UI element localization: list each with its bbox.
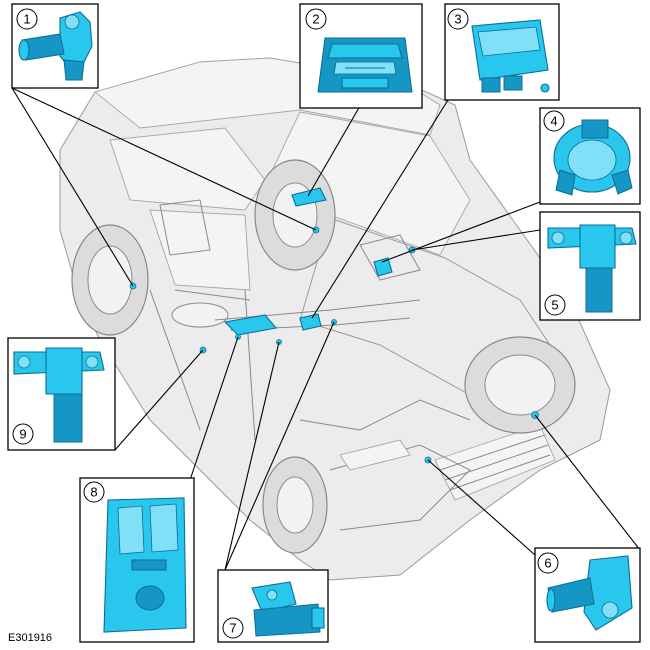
callout-box-4: 4 — [539, 107, 641, 205]
callout-label-1: 1 — [23, 12, 30, 27]
callout-number-5 — [544, 294, 566, 316]
callout-label-5: 5 — [551, 298, 558, 313]
callout-label-9: 9 — [19, 427, 26, 442]
callout-number-3 — [447, 8, 469, 30]
vehicle-outline — [59, 57, 611, 581]
callout-box-7: 7 — [217, 569, 329, 643]
callout-label-8: 8 — [90, 485, 97, 500]
callout-number-1 — [16, 8, 38, 30]
occupant-sensor-icon — [251, 581, 325, 637]
callout-number-2 — [305, 8, 327, 30]
callout-box-1: 1 — [11, 3, 99, 89]
callout-label-3: 3 — [454, 12, 461, 27]
callout-box-6: 6 — [534, 547, 641, 643]
callout-box-3: 3 — [444, 3, 560, 101]
restraints-module-marker — [299, 313, 322, 331]
callout-box-2: 2 — [299, 3, 423, 109]
restraints-control-module-icon — [471, 19, 550, 93]
callout-box-9: 9 — [7, 337, 116, 451]
callout-label-4: 4 — [550, 114, 557, 129]
callout-number-8 — [83, 481, 105, 503]
mat-marker — [223, 314, 278, 336]
pedestrian-protection-sensor-icon — [546, 555, 633, 631]
callout-number-9 — [12, 423, 34, 445]
side-pillar-sensor-icon — [13, 347, 105, 443]
callout-label-6: 6 — [544, 556, 551, 571]
clockspring-marker — [373, 257, 393, 277]
callout-number-4 — [543, 110, 565, 132]
callout-label-2: 2 — [312, 12, 319, 27]
callout-box-5: 5 — [539, 211, 641, 321]
callout-number-7 — [222, 617, 244, 639]
side-impact-sensor-icon — [18, 11, 93, 81]
leader-lines — [11, 79, 641, 571]
callout-number-6 — [537, 552, 559, 574]
callout-label-7: 7 — [229, 621, 236, 636]
front-impact-sensor-icon — [547, 224, 637, 313]
figure-id: E301916 — [8, 632, 52, 644]
clockspring-icon — [553, 119, 633, 196]
overhead-module-icon — [317, 37, 413, 93]
occupant-classification-mat-icon — [103, 497, 187, 633]
callout-box-8: 8 — [79, 477, 195, 643]
